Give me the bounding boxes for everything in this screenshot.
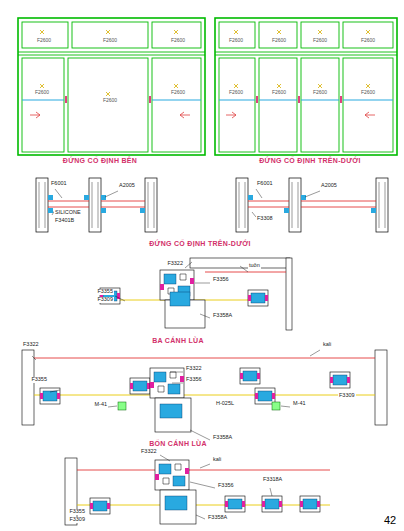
section-title: BỐN CÁNH LÙA [148,440,208,447]
page-number: 42 [383,515,397,526]
section-title: BA CÁNH LÙA [151,337,205,344]
part-code: F3356 [217,483,235,489]
section-title: ĐỨNG CỐ ĐỊNH TRÊN-DƯỚI [258,157,362,164]
part-code: F3309 [338,393,356,399]
glass-code: F2600 [228,38,244,43]
glass-code: F2600 [312,90,328,95]
glass-code: F2600 [271,90,287,95]
part-code: kali [212,457,222,463]
glass-code: F2600 [271,38,287,43]
part-code: A2005 [118,183,136,189]
glass-code: F2600 [360,90,376,95]
glass-code: F2600 [170,90,186,95]
part-code: F6001 [256,181,274,187]
part-code: M-41 [292,401,307,407]
glass-code: F2600 [36,38,52,43]
part-code: A2005 [320,183,338,189]
glass-code: F2600 [312,38,328,43]
part-code: F3358A [212,435,233,441]
glass-code: F2600 [170,38,186,43]
part-code: kali [322,342,332,348]
part-code: F3355 [68,509,86,515]
part-code: F6001 [50,181,68,187]
part-code: F3358A [207,515,228,521]
section-title: ĐỨNG CỐ ĐỊNH TRÊN-DƯỚI [148,240,252,247]
part-code: F3358A [212,313,233,319]
glass-code: F2600 [228,90,244,95]
glass-code: F2600 [102,38,118,43]
part-code: tuôn [248,263,261,269]
part-code: F3322 [140,449,158,455]
part-code: F3322 [185,366,203,372]
part-code: F3309 [96,297,114,303]
part-code: F3356 [212,277,230,283]
part-code: F3322 [22,342,40,348]
part-code: F3309 [68,517,86,523]
part-code: F3356 [185,377,203,383]
part-code: M-41 [93,402,108,408]
glass-code: F2600 [102,98,118,103]
part-code: SILICONE [54,210,82,216]
section-title: ĐỨNG CỐ ĐỊNH BÊN [62,157,138,164]
part-code: F3355 [96,289,114,295]
part-code: F3322 [166,261,184,267]
part-code: F3355 [30,377,48,383]
glass-code: F2600 [360,38,376,43]
part-code: H-025L [215,401,235,407]
glass-code: F2600 [34,90,50,95]
part-code: F3318A [262,477,283,483]
part-code: F3401B [54,218,75,224]
part-code: F3308 [256,216,274,222]
